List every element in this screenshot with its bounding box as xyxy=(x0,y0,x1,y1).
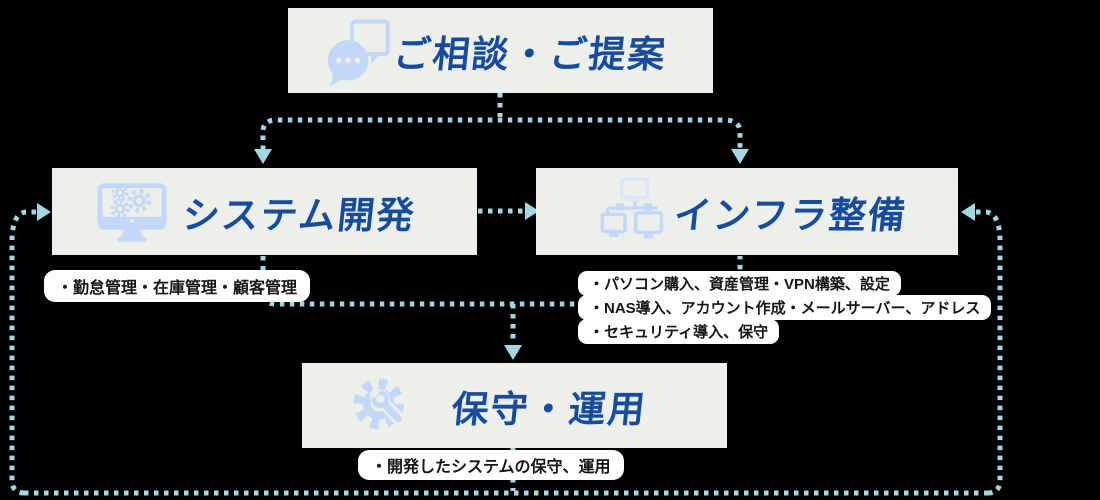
node-maintenance: 保守・運用 xyxy=(302,363,727,448)
chat-bubbles-icon xyxy=(327,19,390,86)
arrow-down-infrastructure-icon xyxy=(731,149,749,164)
infrastructure-note: ・セキュリティ導入、保守 xyxy=(578,319,780,344)
maintenance-note: ・開発したシステムの保守、運用 xyxy=(358,450,624,480)
infrastructure-title: インフラ整備 xyxy=(672,194,910,236)
arrow-down-maintenance-icon xyxy=(504,345,522,360)
development-title: システム開発 xyxy=(180,194,418,236)
arrow-down-development-icon xyxy=(254,149,272,164)
connector-left-loop xyxy=(9,209,36,496)
connector-right-loop xyxy=(976,209,1003,496)
infrastructure-note: ・パソコン購入、資産管理・VPN構築、設定 xyxy=(578,271,901,296)
infrastructure-notes: ・パソコン購入、資産管理・VPN構築、設定 ・NAS導入、アカウント作成・メール… xyxy=(578,271,992,344)
connector-consult-branch xyxy=(260,117,743,150)
arrow-right-infrastructure-icon xyxy=(525,202,539,220)
monitor-gears-icon xyxy=(97,182,167,242)
arrow-left-infrastructure-icon xyxy=(961,203,975,221)
development-notes: ・勤怠管理・在庫管理・顧客管理 xyxy=(44,270,311,302)
arrow-right-development-icon xyxy=(37,203,51,221)
node-consultation: ご相談・ご提案 xyxy=(288,8,713,93)
infrastructure-note: ・NAS導入、アカウント作成・メールサーバー、アドレス xyxy=(578,295,992,320)
maintenance-title: 保守・運用 xyxy=(449,388,649,430)
node-development: システム開発 xyxy=(52,168,477,255)
consultation-title: ご相談・ご提案 xyxy=(391,33,669,75)
gear-wrench-icon xyxy=(353,377,407,429)
node-infrastructure: インフラ整備 xyxy=(536,168,958,255)
maintenance-notes: ・開発したシステムの保守、運用 xyxy=(358,450,624,480)
network-monitors-icon xyxy=(600,177,664,238)
development-note: ・勤怠管理・在庫管理・顧客管理 xyxy=(44,270,311,302)
